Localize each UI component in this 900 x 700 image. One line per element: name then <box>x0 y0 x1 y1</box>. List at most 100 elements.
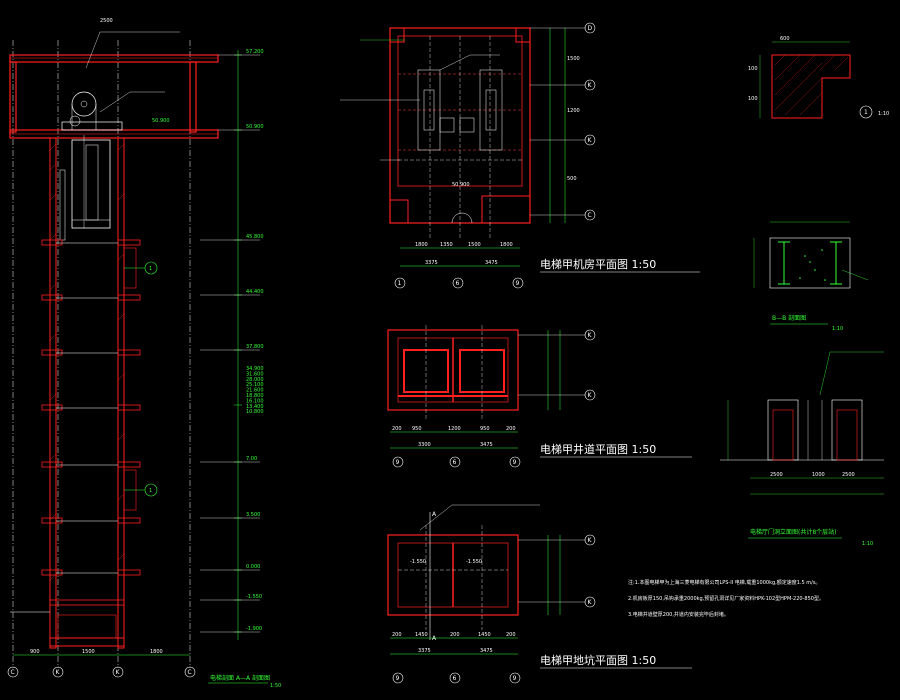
mr-dim-r3: 500 <box>567 176 577 182</box>
svg-text:6: 6 <box>456 280 460 287</box>
note-line-3: 3.电梯井道壁厚200,井道内安装完毕后封堵。 <box>628 611 729 618</box>
stacked-levels: 34.90031.60028.00025.10021.60018.80016.1… <box>246 366 264 415</box>
svg-text:2500: 2500 <box>770 472 783 478</box>
svg-text:600: 600 <box>780 36 790 42</box>
section-aa: 57.200 50.900 50.900 45.800 44.400 37.80… <box>7 18 281 689</box>
svg-text:K: K <box>588 392 593 399</box>
pit-title: 电梯甲地坑平面图 1:50 <box>540 653 656 667</box>
door-elevation-title: 电梯厅门洞立面图(共计8个层站) <box>750 528 837 536</box>
level-11: -1.900 <box>246 626 262 632</box>
bottom-dim-2: 1500 <box>82 649 95 655</box>
detail-1: 600 100 100 1 1:10 <box>748 36 889 119</box>
svg-text:200: 200 <box>506 632 516 638</box>
stacked-level: 16.100 <box>246 398 264 404</box>
svg-text:D: D <box>588 25 593 32</box>
note-line-2: 2.机房板厚150,吊钩承重2000kg,预留孔洞详见厂家资料HPK-102型H… <box>628 595 824 602</box>
bottom-dim-3: 1800 <box>150 649 163 655</box>
svg-text:1000: 1000 <box>812 472 825 478</box>
svg-text:1:10: 1:10 <box>862 541 873 547</box>
notes: 注:1.本图电梯甲为上海三菱电梯有限公司LPS-II 电梯,载重1000kg,额… <box>628 579 824 618</box>
svg-text:-1.550: -1.550 <box>410 559 426 565</box>
svg-text:K: K <box>588 82 593 89</box>
detail-1-mark <box>859 105 873 119</box>
stacked-level: 21.600 <box>246 388 264 394</box>
top-dim: 2500 <box>100 18 113 24</box>
svg-text:K: K <box>588 599 593 606</box>
svg-text:1200: 1200 <box>448 426 461 432</box>
svg-text:9: 9 <box>396 675 400 682</box>
level-4: 44.400 <box>246 289 264 295</box>
detail-bb: B—B 剖面图 1:10 <box>753 221 869 332</box>
svg-text:3475: 3475 <box>480 648 493 654</box>
svg-text:K: K <box>588 137 593 144</box>
svg-text:950: 950 <box>412 426 422 432</box>
svg-text:3300: 3300 <box>418 442 431 448</box>
svg-text:9: 9 <box>513 459 517 466</box>
level-2: 50.900 <box>246 124 264 130</box>
axis-k1: K <box>56 669 61 676</box>
svg-text:200: 200 <box>392 426 402 432</box>
svg-text:C: C <box>588 212 592 219</box>
svg-text:9: 9 <box>513 675 517 682</box>
stacked-level: 18.800 <box>246 393 264 399</box>
svg-text:A: A <box>432 635 437 642</box>
axis-k2: K <box>116 669 121 676</box>
svg-text:3475: 3475 <box>480 442 493 448</box>
svg-text:3375: 3375 <box>425 260 438 266</box>
level-8: 3.500 <box>246 512 260 518</box>
svg-text:1800: 1800 <box>500 242 513 248</box>
level-3: 45.800 <box>246 234 264 240</box>
mr-dim-r1: 1500 <box>567 56 580 62</box>
svg-text:1800: 1800 <box>415 242 428 248</box>
stacked-level: 31.600 <box>246 371 264 377</box>
mr-dim-r2: 1200 <box>567 108 580 114</box>
svg-text:6: 6 <box>453 675 457 682</box>
stacked-level: 28.000 <box>246 377 264 383</box>
svg-text:1: 1 <box>864 109 868 116</box>
machine-room-plan: 50.900 1500 1200 500 D K K C 1800 1350 <box>340 22 700 289</box>
svg-text:6: 6 <box>453 459 457 466</box>
svg-text:1350: 1350 <box>440 242 453 248</box>
stacked-level: 13.400 <box>246 404 264 410</box>
svg-text:1450: 1450 <box>478 632 491 638</box>
mr-title: 电梯甲机房平面图 1:50 <box>540 257 656 271</box>
level-10: -1.550 <box>246 594 262 600</box>
svg-text:9: 9 <box>396 459 400 466</box>
detail-mark-2 <box>144 483 158 497</box>
axis-c2: C <box>188 669 192 676</box>
axis-c1: C <box>11 669 15 676</box>
svg-text:1: 1 <box>398 280 402 287</box>
detail-mark-1 <box>144 261 158 275</box>
svg-text:1:10: 1:10 <box>878 111 889 117</box>
stacked-level: 10.800 <box>246 409 264 415</box>
svg-text:1:10: 1:10 <box>832 326 843 332</box>
note-line-1: 注:1.本图电梯甲为上海三菱电梯有限公司LPS-II 电梯,载重1000kg,额… <box>628 579 820 586</box>
detail-bb-title: B—B 剖面图 <box>772 314 806 322</box>
section-scale: 1:50 <box>270 683 281 689</box>
level-1: 57.200 <box>246 49 264 55</box>
section-title: 电梯剖面 A—A 剖面图 <box>210 674 270 682</box>
svg-text:-1.550: -1.550 <box>466 559 482 565</box>
svg-text:1500: 1500 <box>468 242 481 248</box>
svg-text:3375: 3375 <box>418 648 431 654</box>
level-9: 0.000 <box>246 564 260 570</box>
door-elevation: 2500 1000 2500 电梯厅门洞立面图(共计8个层站) 1:10 <box>720 351 884 547</box>
svg-text:1: 1 <box>149 488 152 494</box>
svg-text:200: 200 <box>392 632 402 638</box>
stacked-level: 25.100 <box>246 382 264 388</box>
svg-text:100: 100 <box>748 96 758 102</box>
svg-text:K: K <box>588 332 593 339</box>
svg-text:2500: 2500 <box>842 472 855 478</box>
svg-text:100: 100 <box>748 66 758 72</box>
pit-plan: A A -1.550 -1.550 K K 200 1450 200 1450 … <box>387 504 692 684</box>
svg-text:9: 9 <box>516 280 520 287</box>
hoistway-title: 电梯甲井道平面图 1:50 <box>540 442 656 456</box>
hoistway-plan: K K 200 950 1200 950 200 3300 3475 9 6 9… <box>387 325 692 468</box>
bottom-dim-1: 900 <box>30 649 40 655</box>
svg-text:200: 200 <box>450 632 460 638</box>
svg-text:950: 950 <box>480 426 490 432</box>
mr-level: 50.900 <box>452 182 470 188</box>
svg-text:A: A <box>432 511 437 518</box>
